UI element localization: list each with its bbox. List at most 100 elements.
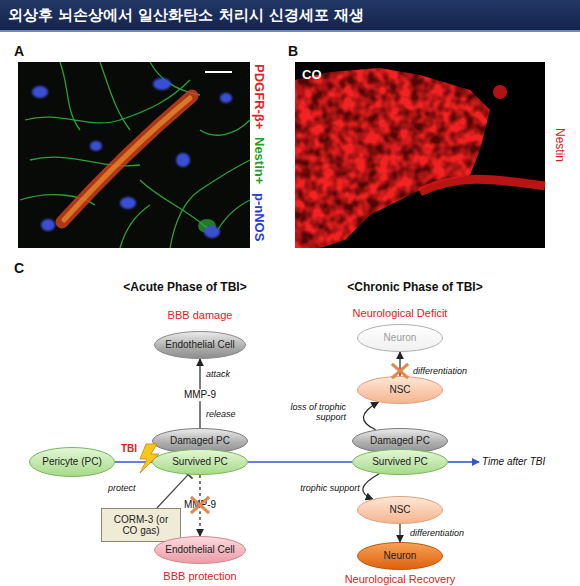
stain-label: PDGFR-β+	[252, 64, 267, 129]
stain-label: Nestin	[553, 128, 567, 162]
nestin-region	[295, 68, 490, 248]
green-process	[140, 180, 215, 235]
node-text: Damaged PC	[370, 435, 430, 447]
vertical-label-group: PDGFR-β+ Nestin+ p-nNOS	[252, 64, 267, 249]
nucleus	[32, 86, 48, 98]
outcome-label: Neurological Recovery	[345, 573, 456, 586]
rect-shape	[102, 509, 181, 542]
treatment-box: CORM-3 (or CO gas)	[101, 508, 181, 542]
cell-ellipse: Neuron	[357, 324, 443, 352]
arrow-note: protect	[108, 483, 136, 493]
axis-label: Time after TBI	[482, 456, 545, 468]
cell-ellipse: NSC	[357, 496, 443, 524]
node-text: Survived PC	[372, 456, 428, 468]
nucleus	[204, 226, 220, 238]
panel-letter: B	[288, 43, 298, 59]
node-text-wrap: Neuron	[357, 324, 443, 352]
scale-bar	[205, 71, 232, 73]
connector	[157, 475, 188, 508]
green-process	[120, 205, 150, 248]
arrow-note: attack	[206, 369, 230, 379]
vessel-inner	[64, 98, 190, 220]
connector	[248, 461, 352, 463]
cell-ellipse: Neuron	[357, 542, 443, 570]
node-text-wrap: Survived PC	[152, 449, 248, 475]
green-processes	[20, 62, 250, 248]
ellipse-shape	[153, 450, 248, 475]
phase-heading: <Acute Phase of TBI>	[123, 281, 246, 295]
phase-heading: <Chronic Phase of TBI>	[347, 281, 482, 295]
ellipse-shape	[155, 332, 246, 359]
nucleus	[90, 141, 102, 151]
node-text: NSC	[389, 504, 410, 516]
micrograph-a	[18, 62, 250, 248]
stain-label: Nestin+	[252, 137, 267, 184]
green-process	[60, 62, 80, 130]
node-text: Pericyte (PC)	[42, 456, 101, 468]
panel-letter: C	[14, 260, 24, 276]
arrow-note: release	[206, 409, 236, 419]
node-text: Damaged PC	[170, 435, 230, 447]
nucleus	[220, 93, 232, 103]
ellipse-shape	[358, 543, 443, 570]
figure-title: 외상후 뇌손상에서 일산화탄소 처리시 신경세포 재생	[8, 0, 364, 30]
node-text: Endothelial Cell	[165, 339, 235, 351]
connector	[199, 359, 200, 428]
ellipse-shape	[358, 377, 443, 404]
node-text: Neuron	[384, 332, 417, 344]
cell-ellipse: NSC	[357, 376, 443, 404]
nestin-band	[420, 179, 545, 192]
outcome-label: BBB damage	[168, 309, 233, 322]
nestin-region-base	[295, 68, 490, 248]
inhibit-bar	[184, 470, 193, 478]
edge-label: trophic support	[300, 483, 360, 493]
node-text: Endothelial Cell	[165, 544, 235, 556]
connector	[363, 402, 378, 430]
cell-ellipse: Endothelial Cell	[154, 536, 246, 564]
time-axis-arrow	[448, 461, 479, 463]
nuclei	[32, 78, 232, 238]
nucleus	[120, 197, 136, 209]
outcome-label: BBB protection	[163, 570, 236, 583]
node-text-wrap: NSC	[357, 376, 443, 404]
nucleus	[41, 219, 55, 231]
cell-ellipse: Endothelial Cell	[154, 331, 246, 359]
ellipse-shape	[353, 450, 448, 475]
cell-ellipse: Pericyte (PC)	[29, 447, 115, 477]
edge-label: differentiation	[410, 528, 464, 538]
ellipse-shape	[358, 497, 443, 524]
ellipse-shape	[155, 537, 246, 564]
node-text-wrap: NSC	[357, 496, 443, 524]
nestin-spot	[493, 85, 507, 99]
ellipse-shape	[358, 325, 443, 352]
node-text-wrap: Pericyte (PC)	[29, 447, 115, 477]
green-process	[215, 200, 250, 235]
micrograph-b	[295, 62, 545, 248]
connector	[363, 474, 379, 499]
molecule-label: MMP-9	[182, 389, 218, 401]
panel-letter: A	[14, 43, 24, 59]
connector	[199, 475, 200, 536]
cell-ellipse: Survived PC	[352, 449, 448, 475]
green-process	[100, 62, 130, 130]
node-text-wrap: Endothelial Cell	[154, 536, 246, 564]
edge-label: loss of trophic support	[280, 402, 346, 423]
nucleus	[153, 78, 171, 90]
connector	[399, 352, 400, 376]
cell-ellipse: Survived PC	[152, 449, 248, 475]
green-process	[200, 120, 250, 135]
outcome-label: Neurological Deficit	[353, 307, 448, 320]
node-text: Survived PC	[172, 456, 228, 468]
ellipse-shape	[30, 448, 115, 477]
treatment-tag: CO	[302, 68, 322, 83]
node-text-wrap: Neuron	[357, 542, 443, 570]
molecule-label: MMP-9	[182, 499, 218, 511]
connector	[115, 461, 152, 463]
vertical-label-group: Nestin	[553, 128, 567, 162]
node-text-wrap: Endothelial Cell	[154, 331, 246, 359]
stain-label: p-nNOS	[252, 193, 267, 241]
